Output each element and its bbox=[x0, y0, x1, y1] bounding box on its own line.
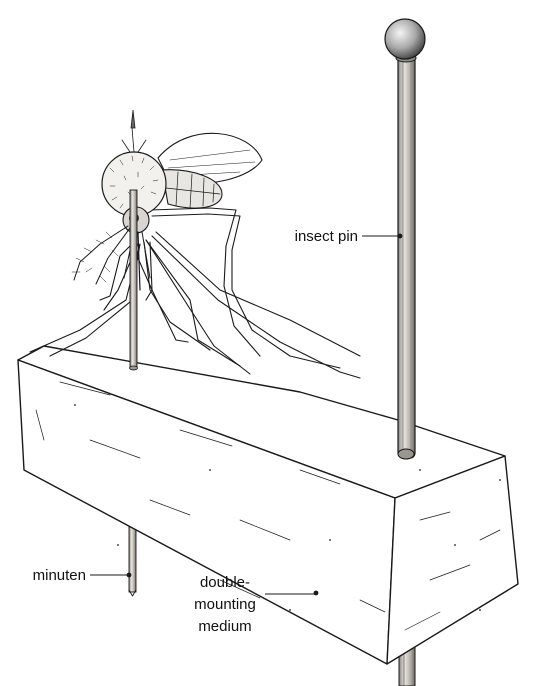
medium-label-line1: double- bbox=[200, 574, 250, 591]
mosquito-specimen bbox=[29, 127, 361, 379]
medium-label-line3: medium bbox=[198, 618, 251, 635]
insect-pin-label: insect pin bbox=[295, 228, 358, 245]
double-mounting-block bbox=[17, 345, 519, 665]
minuten bbox=[129, 109, 138, 371]
insect-pin bbox=[384, 18, 426, 460]
minuten-label: minuten bbox=[33, 567, 86, 584]
pin-head bbox=[384, 18, 426, 60]
medium-label-line2: mounting bbox=[194, 596, 256, 613]
leader-lines bbox=[90, 233, 403, 596]
